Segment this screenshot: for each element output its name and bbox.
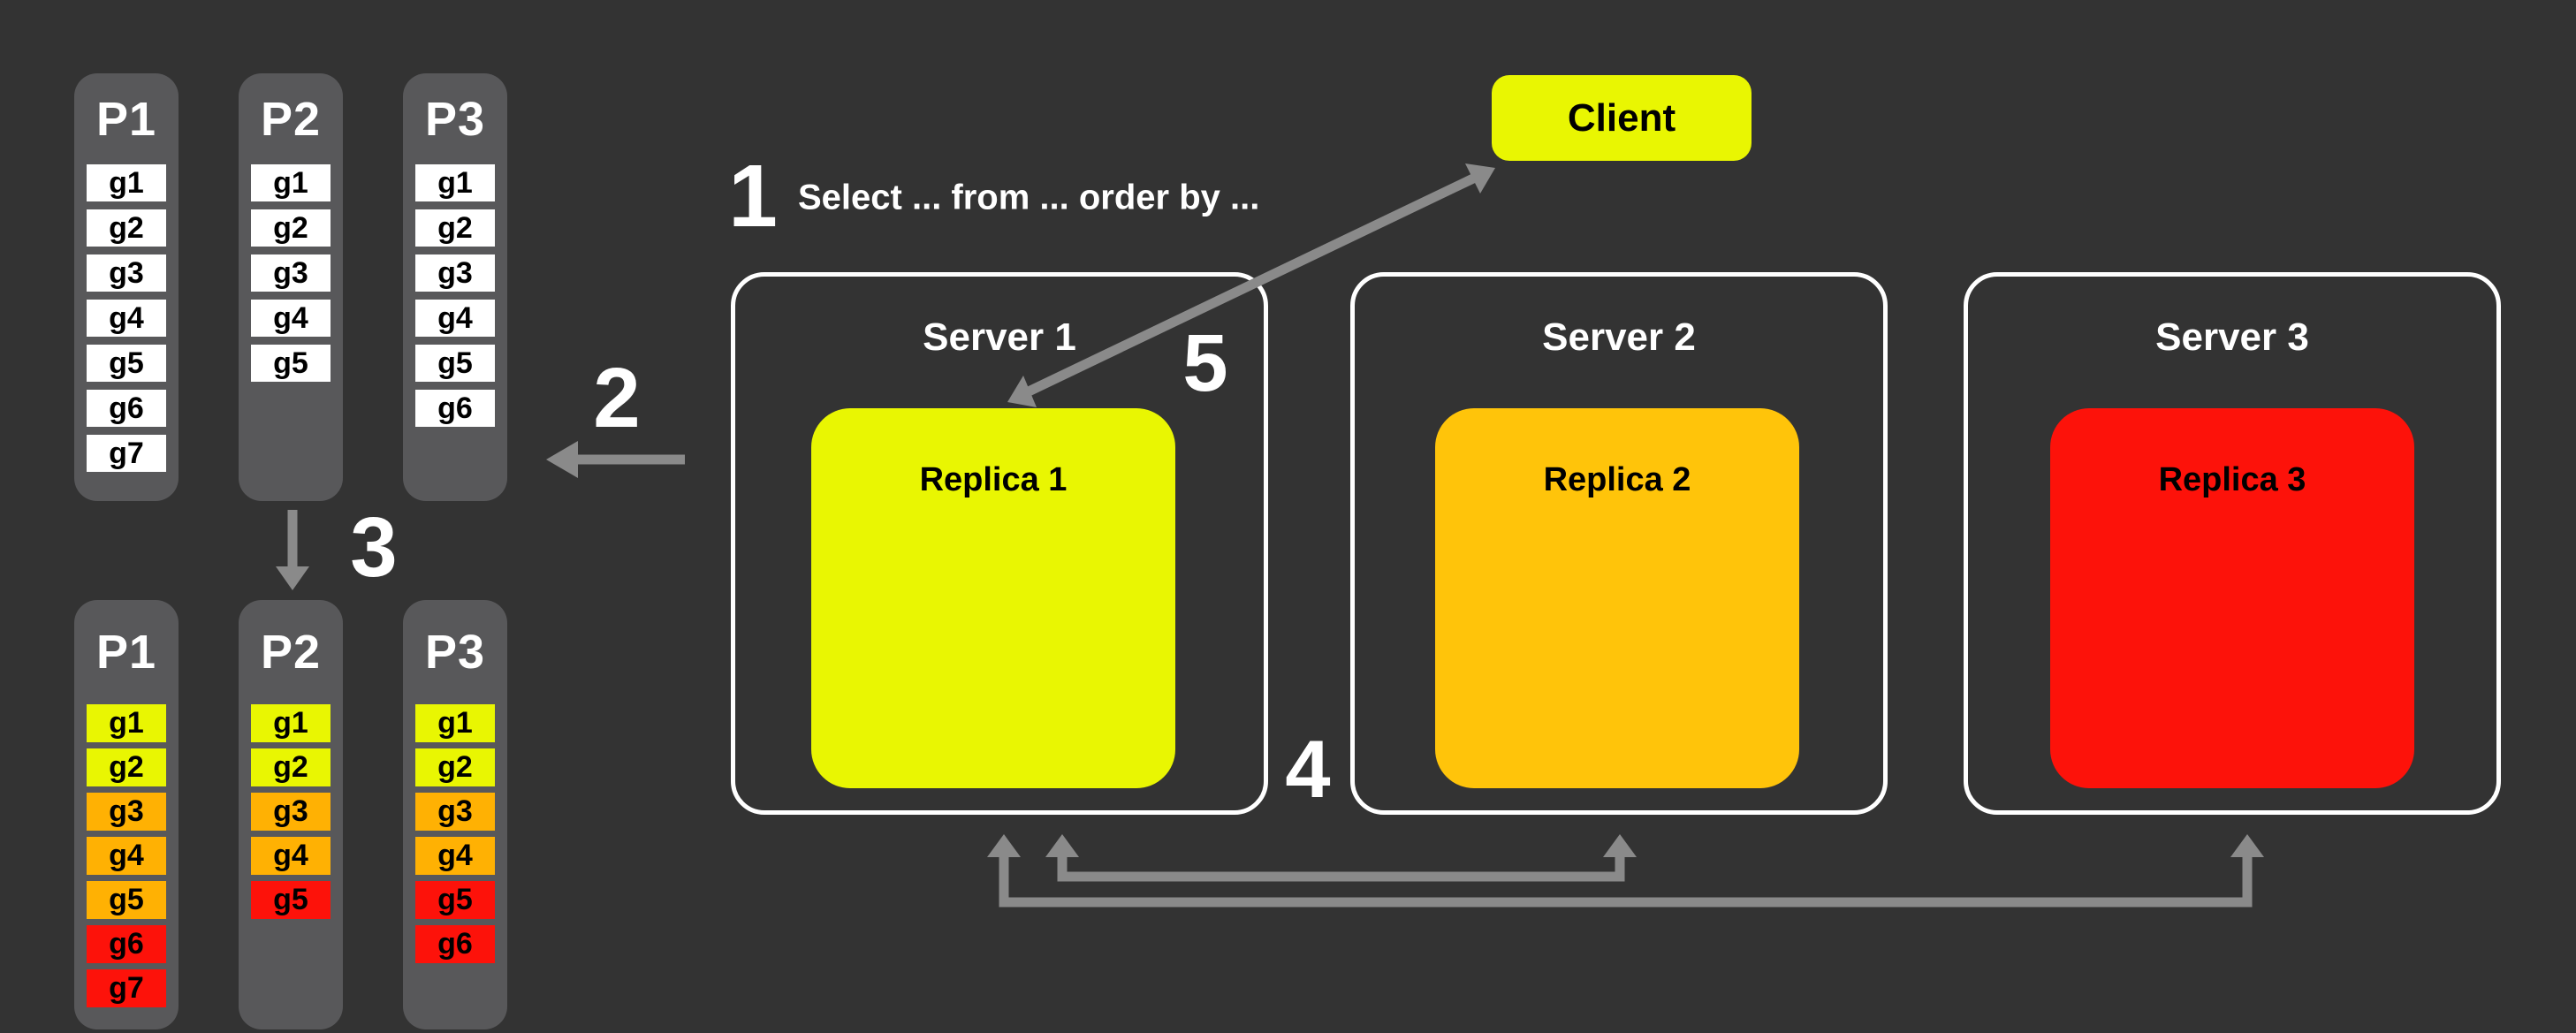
partition-cell-g3: g3 [415,254,495,292]
partition-cell-g3: g3 [251,254,331,292]
partition-column-after-p1: P1 g1 g2 g3 g4 g5 g6 g7 [74,600,179,1029]
partition-cell-g6: g6 [415,925,495,963]
partition-cell-g4: g4 [87,837,166,875]
partition-column-before-p1: P1 g1 g2 g3 g4 g5 g6 g7 [74,73,179,501]
step-5-label: 5 [1182,318,1228,408]
server-exchange-outer-arrow [987,834,2264,908]
partition-cell-list: g1 g2 g3 g4 g5 [239,164,343,382]
replica-box-2: Replica 2 [1435,408,1799,788]
partition-cell-g2: g2 [415,748,495,786]
partition-title: P3 [424,92,486,146]
partition-cell-list: g1 g2 g3 g4 g5 g6 [403,164,507,427]
partition-cell-g5: g5 [415,881,495,919]
partition-cell-g1: g1 [251,164,331,201]
partition-fetch-arrow [546,441,685,478]
partition-column-before-p3: P3 g1 g2 g3 g4 g5 g6 [403,73,507,501]
sort-step-arrow [276,510,309,590]
partition-cell-g6: g6 [87,925,166,963]
partition-cell-g6: g6 [87,390,166,427]
replica-label: Replica 2 [1543,461,1691,498]
partition-cell-g2: g2 [251,748,331,786]
partition-cell-g4: g4 [251,837,331,875]
server-box-3: Server 3 [1964,272,2501,815]
replica-box-3: Replica 3 [2050,408,2414,788]
step-1-label: 1 [728,147,778,246]
partition-cell-g6: g6 [415,390,495,427]
partition-cell-g3: g3 [415,793,495,831]
partition-cell-g2: g2 [87,209,166,247]
partition-cell-list: g1 g2 g3 g4 g5 g6 g7 [74,164,179,472]
partition-title: P2 [260,92,322,146]
step-4-label: 4 [1285,725,1331,815]
server-title: Server 3 [2155,315,2309,359]
partition-title: P3 [424,626,486,679]
server-exchange-inner-arrow [1045,834,1637,882]
partition-title: P2 [260,626,322,679]
partition-cell-g4: g4 [87,300,166,337]
partition-cell-g5: g5 [251,345,331,382]
server-title: Server 2 [1542,315,1696,359]
partition-cell-g1: g1 [415,164,495,201]
partition-cell-g3: g3 [87,793,166,831]
step-2-label: 2 [593,351,641,445]
partition-column-after-p3: P3 g1 g2 g3 g4 g5 g6 [403,600,507,1029]
replica-label: Replica 3 [2158,461,2306,498]
partition-title: P1 [95,92,157,146]
partition-cell-g5: g5 [87,881,166,919]
partition-cell-g5: g5 [251,881,331,919]
replica-label: Replica 1 [919,461,1068,498]
partition-column-before-p2: P2 g1 g2 g3 g4 g5 [239,73,343,501]
partition-cell-g5: g5 [415,345,495,382]
partition-cell-g7: g7 [87,435,166,472]
partition-cell-g5: g5 [87,345,166,382]
partition-column-after-p2: P2 g1 g2 g3 g4 g5 [239,600,343,1029]
partition-cell-g2: g2 [415,209,495,247]
partition-cell-g2: g2 [251,209,331,247]
partition-cell-g4: g4 [251,300,331,337]
query-text: Select ... from ... order by ... [798,178,1260,217]
partition-cell-g4: g4 [415,300,495,337]
partition-cell-list: g1 g2 g3 g4 g5 g6 g7 [74,704,179,1007]
partition-cell-list: g1 g2 g3 g4 g5 g6 [403,704,507,963]
partition-cell-g3: g3 [87,254,166,292]
partition-cell-g1: g1 [251,704,331,742]
partition-cell-g7: g7 [87,969,166,1007]
client-box: Client [1492,75,1752,161]
partition-cell-g4: g4 [415,837,495,875]
partition-cell-g3: g3 [251,793,331,831]
server-box-2: Server 2 [1350,272,1888,815]
partition-cell-list: g1 g2 g3 g4 g5 [239,704,343,919]
partition-cell-g1: g1 [87,164,166,201]
partition-cell-g1: g1 [87,704,166,742]
step-3-label: 3 [350,500,398,595]
partition-title: P1 [95,626,157,679]
replica-box-1: Replica 1 [811,408,1175,788]
partition-cell-g1: g1 [415,704,495,742]
partition-cell-g2: g2 [87,748,166,786]
